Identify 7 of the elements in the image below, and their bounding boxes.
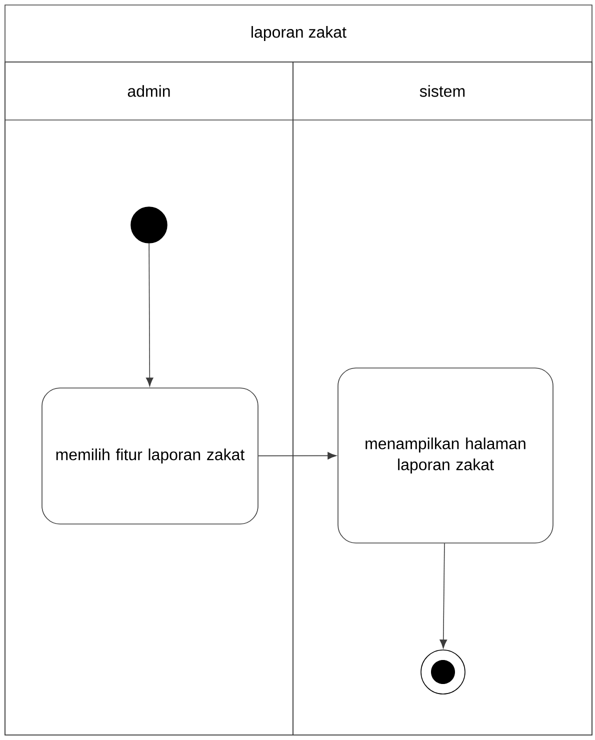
final-node [420, 650, 466, 694]
action-box: memilih fitur laporan zakat [42, 388, 258, 524]
arrow [258, 452, 336, 460]
action-box: menampilkan halaman laporan zakat [338, 368, 554, 544]
arrow [440, 543, 448, 648]
initial-node [130, 206, 168, 244]
arrow [146, 243, 154, 386]
